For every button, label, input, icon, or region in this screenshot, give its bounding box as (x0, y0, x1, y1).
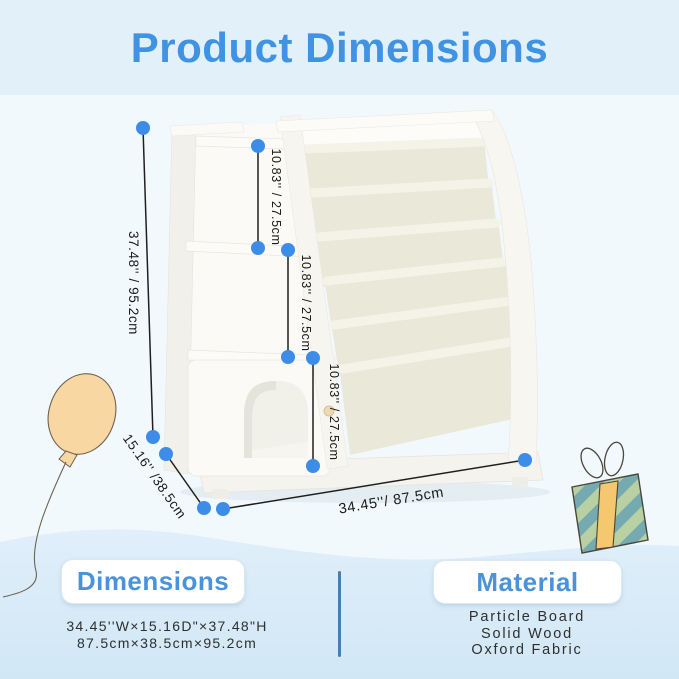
bookshelf-illustration (163, 109, 544, 499)
height-dimension-line (142, 127, 154, 438)
cat-house-arch-opening (244, 381, 308, 458)
page-title: Product Dimensions (130, 23, 549, 71)
material-badge: Material (433, 560, 622, 604)
dimensions-spec-line-cm: 87.5cm×38.5cm×95.2cm (76, 635, 258, 651)
material-item: Oxford Fabric (471, 642, 583, 658)
height-dimension-label: 37.48'' / 95.2cm (126, 231, 141, 335)
material-spec-text: Particle Board Solid Wood Oxford Fabric (421, 609, 633, 659)
title-banner: Product Dimensions (0, 0, 679, 95)
gap-bottom-dimension-label: 10.83'' / 27.5cm (327, 363, 341, 460)
dimension-endpoint-dots (136, 121, 532, 516)
width-dimension-line (222, 459, 526, 510)
gift-box-illustration (571, 441, 649, 554)
balloon-string (2, 461, 67, 598)
gap-top-dimension-label: 10.83'' / 27.5cm (269, 148, 283, 245)
dimensions-badge: Dimensions (61, 559, 245, 604)
gap-middle-dimension-label: 10.83'' / 27.5cm (299, 254, 313, 351)
material-item: Solid Wood (481, 625, 573, 642)
section-divider (338, 571, 341, 657)
balloon-illustration (2, 373, 117, 598)
fabric-sling-shelves (300, 137, 531, 455)
dimensions-spec-text: 34.45''W×15.16D"×37.48"H 87.5cm×38.5cm×9… (32, 618, 302, 652)
wooden-knob (323, 405, 335, 417)
dimensions-spec-line-inches: 34.45''W×15.16D"×37.48"H (66, 618, 268, 634)
material-item: Particle Board (468, 609, 586, 625)
dimension-annotations (142, 127, 526, 510)
depth-dimension-line (165, 453, 205, 509)
